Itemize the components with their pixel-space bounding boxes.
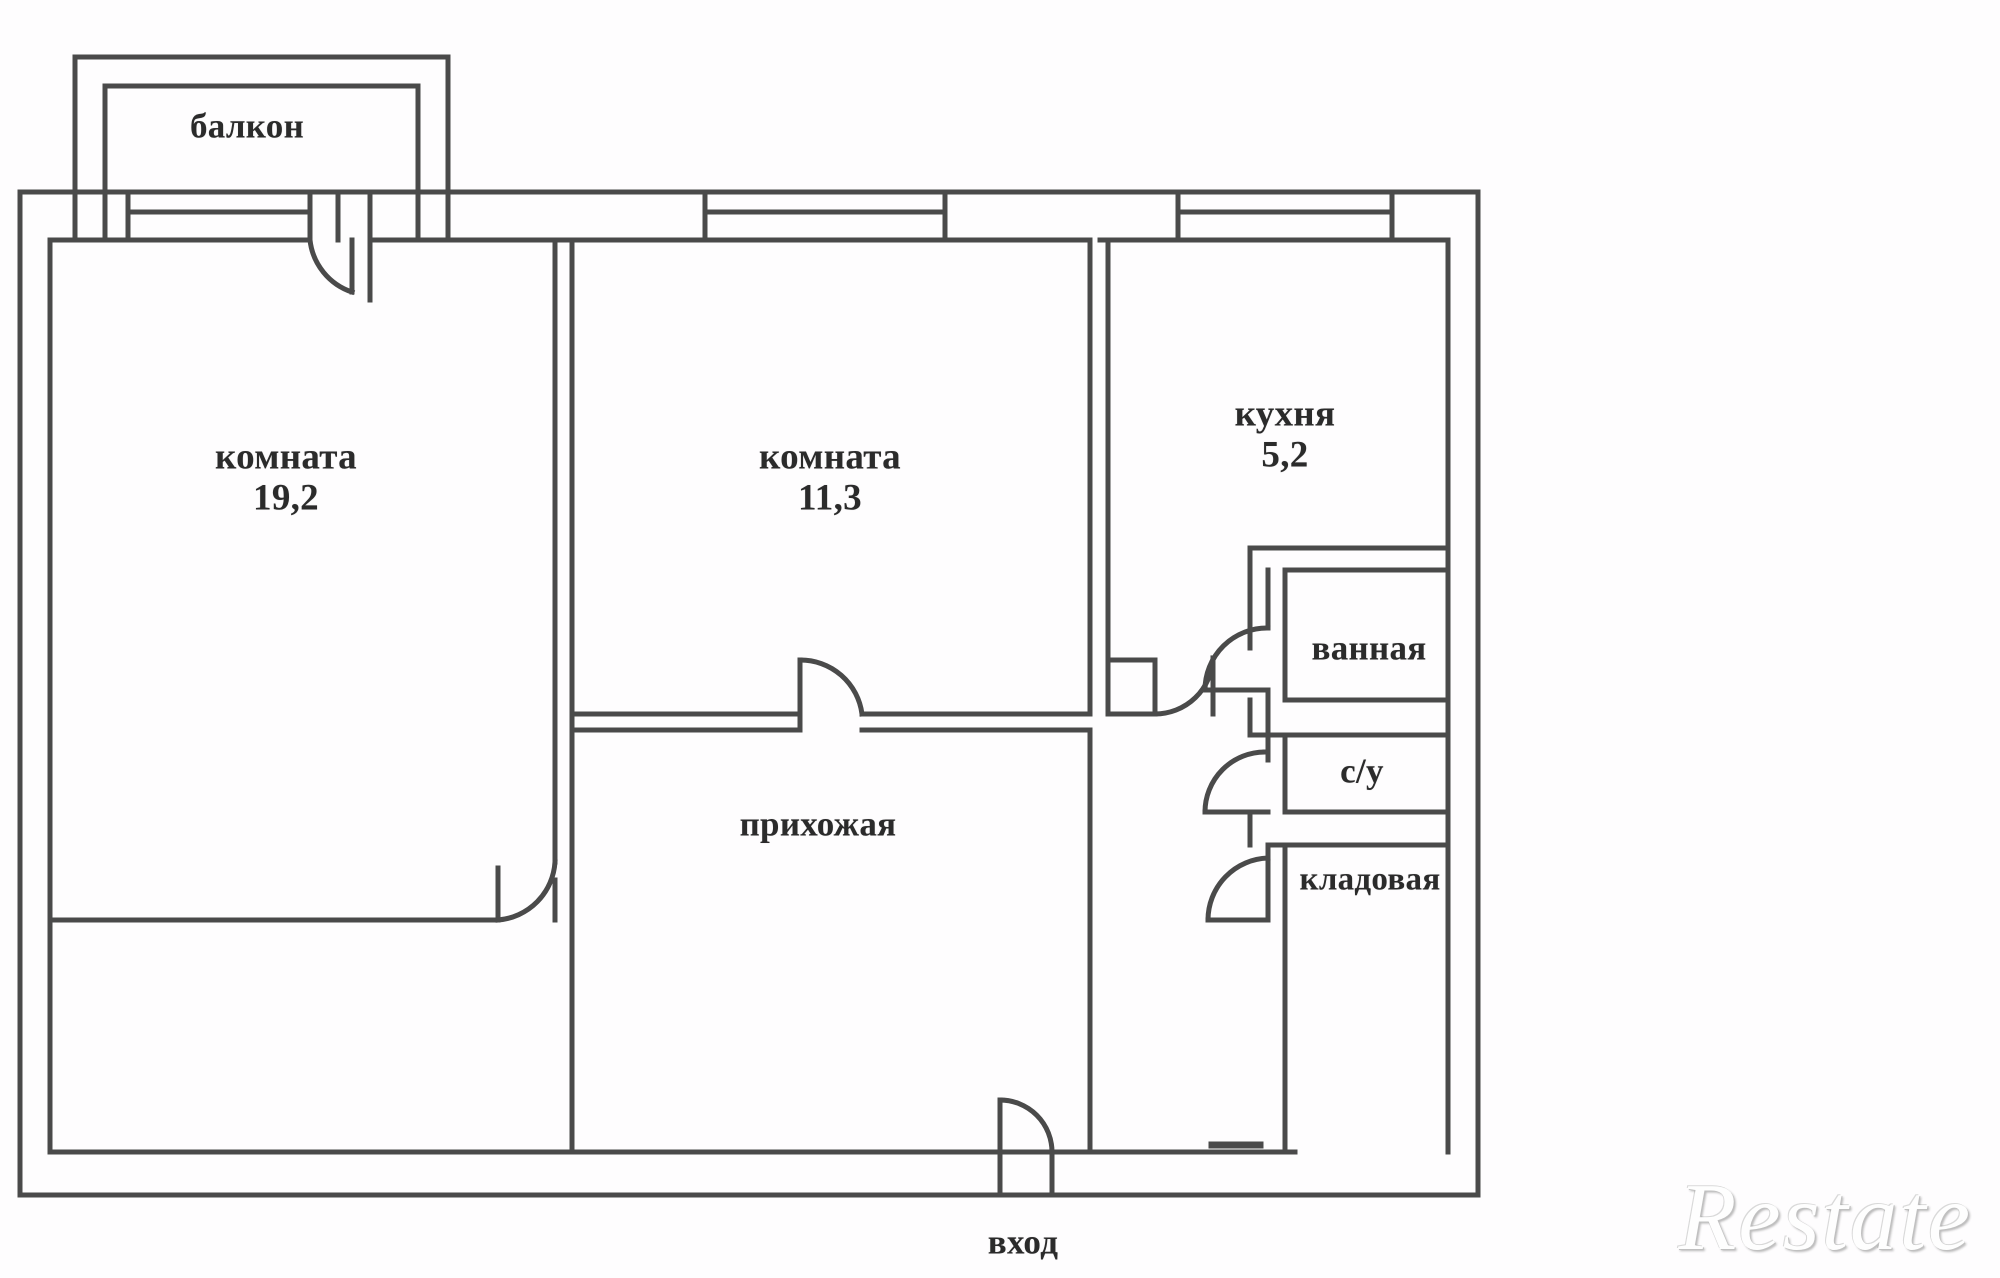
entrance-door: [997, 1097, 1055, 1198]
balcony-door: [307, 237, 356, 296]
room-label-hallway: прихожая: [740, 804, 897, 843]
room-mid-name: комната: [759, 436, 901, 478]
room-left-area: 19,2: [253, 478, 319, 519]
outer-wall: [17, 189, 1481, 1198]
room-label-bathroom: ванная: [1312, 628, 1427, 667]
entrance-name: вход: [987, 1222, 1059, 1262]
outer-wall-inner-face: [47, 237, 1298, 1155]
entrance-label: вход: [988, 1222, 1058, 1261]
window-room-left: [125, 189, 313, 243]
bathroom-walls: [1265, 567, 1451, 763]
room-label-kitchen: кухня 5,2: [1235, 394, 1336, 477]
storage-walls: [1202, 809, 1451, 1155]
wall-top-left-nib: [47, 189, 373, 303]
wc-walls: [1202, 697, 1451, 815]
room-mid-area: 11,3: [798, 478, 862, 519]
window-room-mid: [702, 189, 948, 243]
room-label-balcony: балкон: [190, 106, 304, 145]
room-label-storage: кладовая: [1300, 862, 1441, 899]
room-left-name: комната: [215, 436, 357, 478]
room-label-wc: с/у: [1340, 751, 1384, 790]
kitchen-bath-divider: [1202, 545, 1451, 703]
room-mid-walls: [569, 237, 1111, 717]
balcony-outline: [72, 54, 451, 243]
corridor-right-walls: [1105, 655, 1216, 717]
balcony-name: балкон: [189, 106, 305, 146]
hallway-name: прихожая: [739, 804, 897, 844]
wall-top-kitchen: [1097, 237, 1451, 1155]
room-label-room-left: комната 19,2: [215, 437, 357, 520]
hallway-walls: [569, 711, 1093, 1155]
storage-name: кладовая: [1299, 861, 1441, 898]
room-left-walls: [47, 237, 575, 923]
kitchen-name: кухня: [1234, 393, 1336, 435]
kitchen-area: 5,2: [1261, 435, 1309, 476]
window-kitchen: [1175, 189, 1395, 243]
room-label-room-mid: комната 11,3: [759, 437, 901, 520]
wc-name: с/у: [1340, 751, 1384, 791]
bathroom-name: ванная: [1311, 628, 1427, 668]
